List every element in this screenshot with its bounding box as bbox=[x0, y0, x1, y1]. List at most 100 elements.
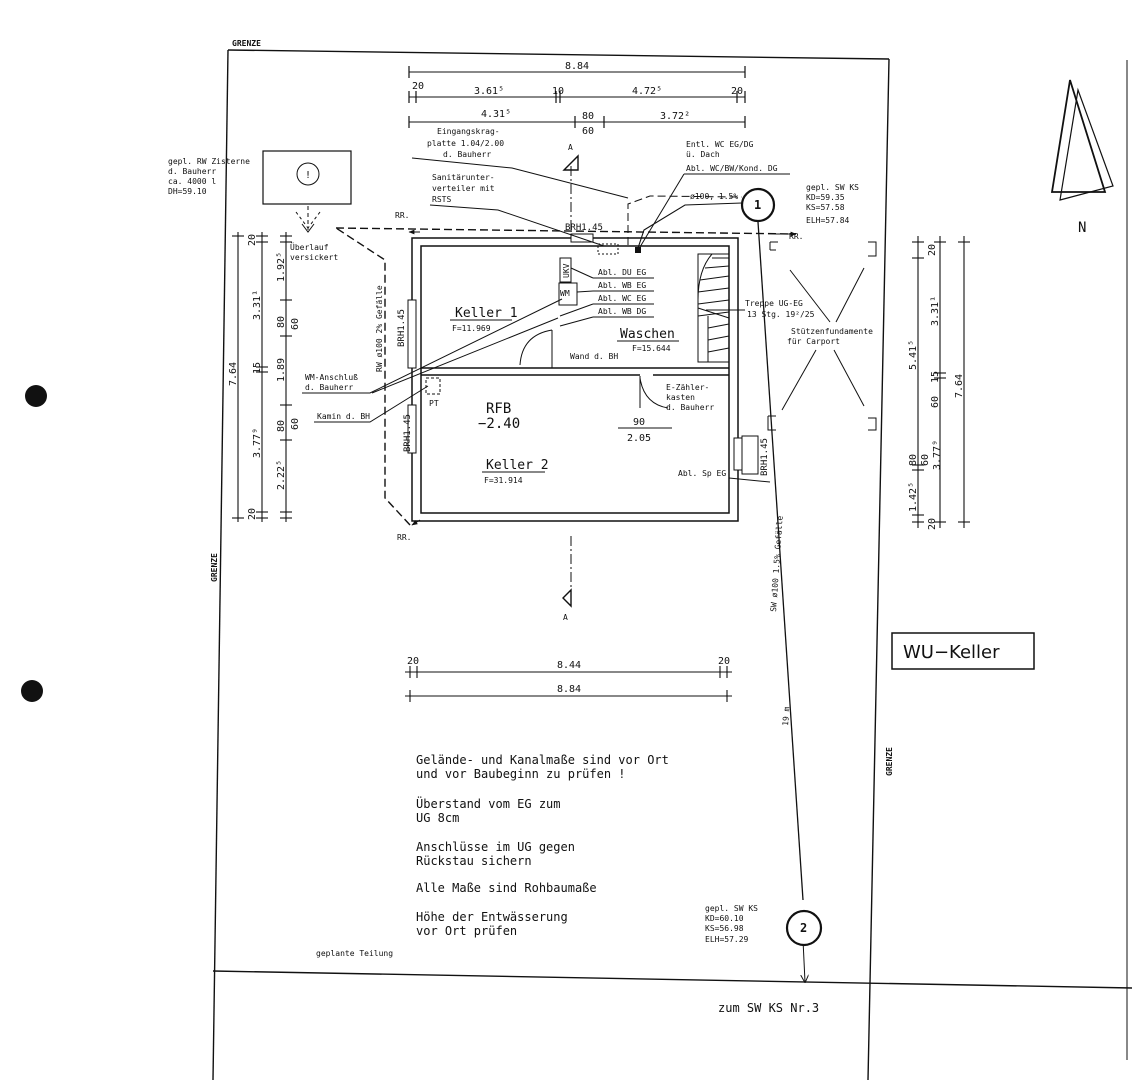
property-boundary bbox=[212, 49, 1132, 1080]
note-1-line-1: Gelände- und Kanalmaße sind vor Ort bbox=[416, 753, 669, 767]
pipe-size-label: ø100, 1.5% bbox=[690, 192, 738, 201]
top-dim-6: 4.31⁵ bbox=[481, 109, 511, 120]
cistern-label-1: gepl. RW Zisterne bbox=[168, 157, 250, 166]
abl-sp-label: Abl. Sp EG bbox=[678, 469, 726, 478]
kragplatte-line-3: d. Bauherr bbox=[443, 150, 491, 159]
punch-hole-top bbox=[25, 385, 47, 407]
top-dim-3: 10 bbox=[552, 86, 564, 97]
overflow-arrows bbox=[295, 206, 321, 233]
stuetzen-line-1: Stützenfundamente bbox=[791, 327, 873, 336]
right-dim-inner-3: 80 bbox=[908, 454, 919, 466]
wm-box bbox=[558, 282, 578, 306]
note-3-line-2: Rückstau sichern bbox=[416, 854, 532, 868]
drain-point bbox=[635, 247, 641, 253]
wm-anschluss-1: WM-Anschluß bbox=[305, 373, 358, 382]
planned-division-label: geplante Teilung bbox=[316, 949, 393, 958]
top-dimension-lines bbox=[408, 66, 746, 128]
rfb-label: RFB bbox=[486, 401, 511, 417]
right-dim-inner-1: 20 bbox=[927, 244, 938, 256]
right-dim-mid-3: 3.77⁹ bbox=[932, 440, 943, 470]
zum-swks3-label: zum SW KS Nr.3 bbox=[718, 1001, 819, 1015]
left-dim-inner-3: 80 bbox=[276, 316, 287, 328]
left-dim-inner-4: 1.89 bbox=[276, 358, 287, 382]
brh-left-upper: BRH1.45 bbox=[397, 309, 407, 347]
rfb-value: −2.40 bbox=[478, 416, 520, 432]
top-dim-4: 4.72⁵ bbox=[632, 86, 662, 97]
left-dim-inner-6: 2.22⁵ bbox=[276, 460, 287, 490]
right-dim-inner-5: 20 bbox=[927, 518, 938, 530]
room-keller1-name: Keller 1 bbox=[455, 306, 518, 321]
entl-line-1: Entl. WC EG/DG bbox=[686, 140, 754, 149]
note-1-line-2: und vor Baubeginn zu prüfen ! bbox=[416, 767, 626, 781]
right-dim-mid-1: 3.31¹ bbox=[930, 296, 941, 326]
kragplatte-line-2: platte 1.04/2.00 bbox=[427, 139, 504, 148]
bottom-dim-3: 20 bbox=[718, 656, 730, 667]
ezaehler-line-3: d. Bauherr bbox=[666, 403, 714, 412]
punch-hole-bottom bbox=[21, 680, 43, 702]
left-dimension-lines bbox=[232, 232, 292, 522]
rr-label-3: RR. bbox=[397, 533, 411, 542]
ukv-box bbox=[559, 257, 572, 283]
right-dimension-lines bbox=[912, 236, 970, 528]
room-waschen-area: F=15.644 bbox=[632, 344, 671, 353]
wu-keller-box bbox=[891, 632, 1035, 670]
left-dim-small-1: 60 bbox=[290, 318, 301, 330]
brh-top: BRH1.45 bbox=[565, 223, 603, 233]
note-4-line-1: Alle Maße sind Rohbaumaße bbox=[416, 881, 597, 895]
note-3-line-1: Anschlüsse im UG gegen bbox=[416, 840, 575, 854]
section-line-a bbox=[562, 154, 579, 608]
top-dim-1: 20 bbox=[412, 81, 424, 92]
bottom-dim-total: 8.84 bbox=[557, 684, 581, 695]
section-label-bottom: A bbox=[563, 613, 568, 622]
door-dim-height: 2.05 bbox=[627, 433, 651, 444]
rr-label-1: RR. bbox=[395, 211, 409, 220]
carport-foundations bbox=[767, 241, 877, 431]
manhole-1 bbox=[740, 187, 776, 223]
brh-right: BRH1.45 bbox=[760, 438, 770, 476]
left-dim-mid-2: 15 bbox=[252, 362, 263, 374]
cistern-label-2: d. Bauherr bbox=[168, 167, 216, 176]
top-dim-2: 3.61⁵ bbox=[474, 86, 504, 97]
ukv-label: UKV bbox=[562, 263, 571, 278]
note-2-line-1: Überstand vom EG zum bbox=[416, 795, 561, 811]
kamin-label: Kamin d. BH bbox=[317, 412, 370, 421]
left-dim-small-2: 60 bbox=[290, 418, 301, 430]
note-2-line-2: UG 8cm bbox=[416, 811, 459, 825]
room-keller2-area: F=31.914 bbox=[484, 476, 523, 485]
manhole-2 bbox=[785, 909, 823, 947]
north-arrow-icon bbox=[1050, 79, 1114, 201]
room-keller2-name: Keller 2 bbox=[486, 458, 549, 473]
left-dim-inner-7: 20 bbox=[247, 508, 258, 520]
brh-left-lower: BRH1.45 bbox=[403, 414, 413, 452]
cistern-manhole bbox=[296, 162, 320, 186]
swks1-line-3: KS=57.58 bbox=[806, 203, 845, 212]
chimney-box bbox=[425, 377, 441, 395]
cistern-label-4: DH=59.10 bbox=[168, 187, 207, 196]
section-label-top: A bbox=[568, 143, 573, 152]
drain-list-leaders bbox=[559, 267, 654, 327]
door-swings bbox=[519, 329, 669, 409]
cistern-manhole-mark: ! bbox=[305, 170, 311, 181]
treppe-line-1: Treppe UG-EG bbox=[745, 299, 803, 308]
rainwater-pipe bbox=[335, 227, 797, 526]
swks2-line-4: ELH=57.29 bbox=[705, 935, 749, 944]
entl-line-2: ü. Dach bbox=[686, 150, 720, 159]
swks1-line-1: gepl. SW KS bbox=[806, 183, 859, 192]
pt-label: PT bbox=[429, 399, 439, 408]
swks2-line-1: gepl. SW KS bbox=[705, 904, 758, 913]
wand-label: Wand d. BH bbox=[570, 352, 618, 361]
sanitaer-line-2: verteiler mit bbox=[432, 184, 495, 193]
kragplatte-line-1: Eingangskrag- bbox=[437, 127, 500, 136]
treppe-line-2: 13 Stg. 19²/25 bbox=[747, 310, 815, 319]
wm-anschluss-2: d. Bauherr bbox=[305, 383, 353, 392]
staircase bbox=[697, 253, 730, 363]
right-dim-small-2: 60 bbox=[920, 454, 931, 466]
door-dim-width: 90 bbox=[633, 417, 645, 428]
abl-wb-eg: Abl. WB EG bbox=[598, 281, 646, 290]
cistern-label-3: ca. 4000 l bbox=[168, 177, 216, 186]
right-dim-inner-4: 1.42⁵ bbox=[908, 482, 919, 512]
overflow-label-2: versickert bbox=[290, 253, 338, 262]
top-dim-9: 60 bbox=[582, 126, 594, 137]
note-5-line-1: Höhe der Entwässerung bbox=[416, 910, 568, 924]
manhole-1-label: 1 bbox=[754, 198, 761, 212]
